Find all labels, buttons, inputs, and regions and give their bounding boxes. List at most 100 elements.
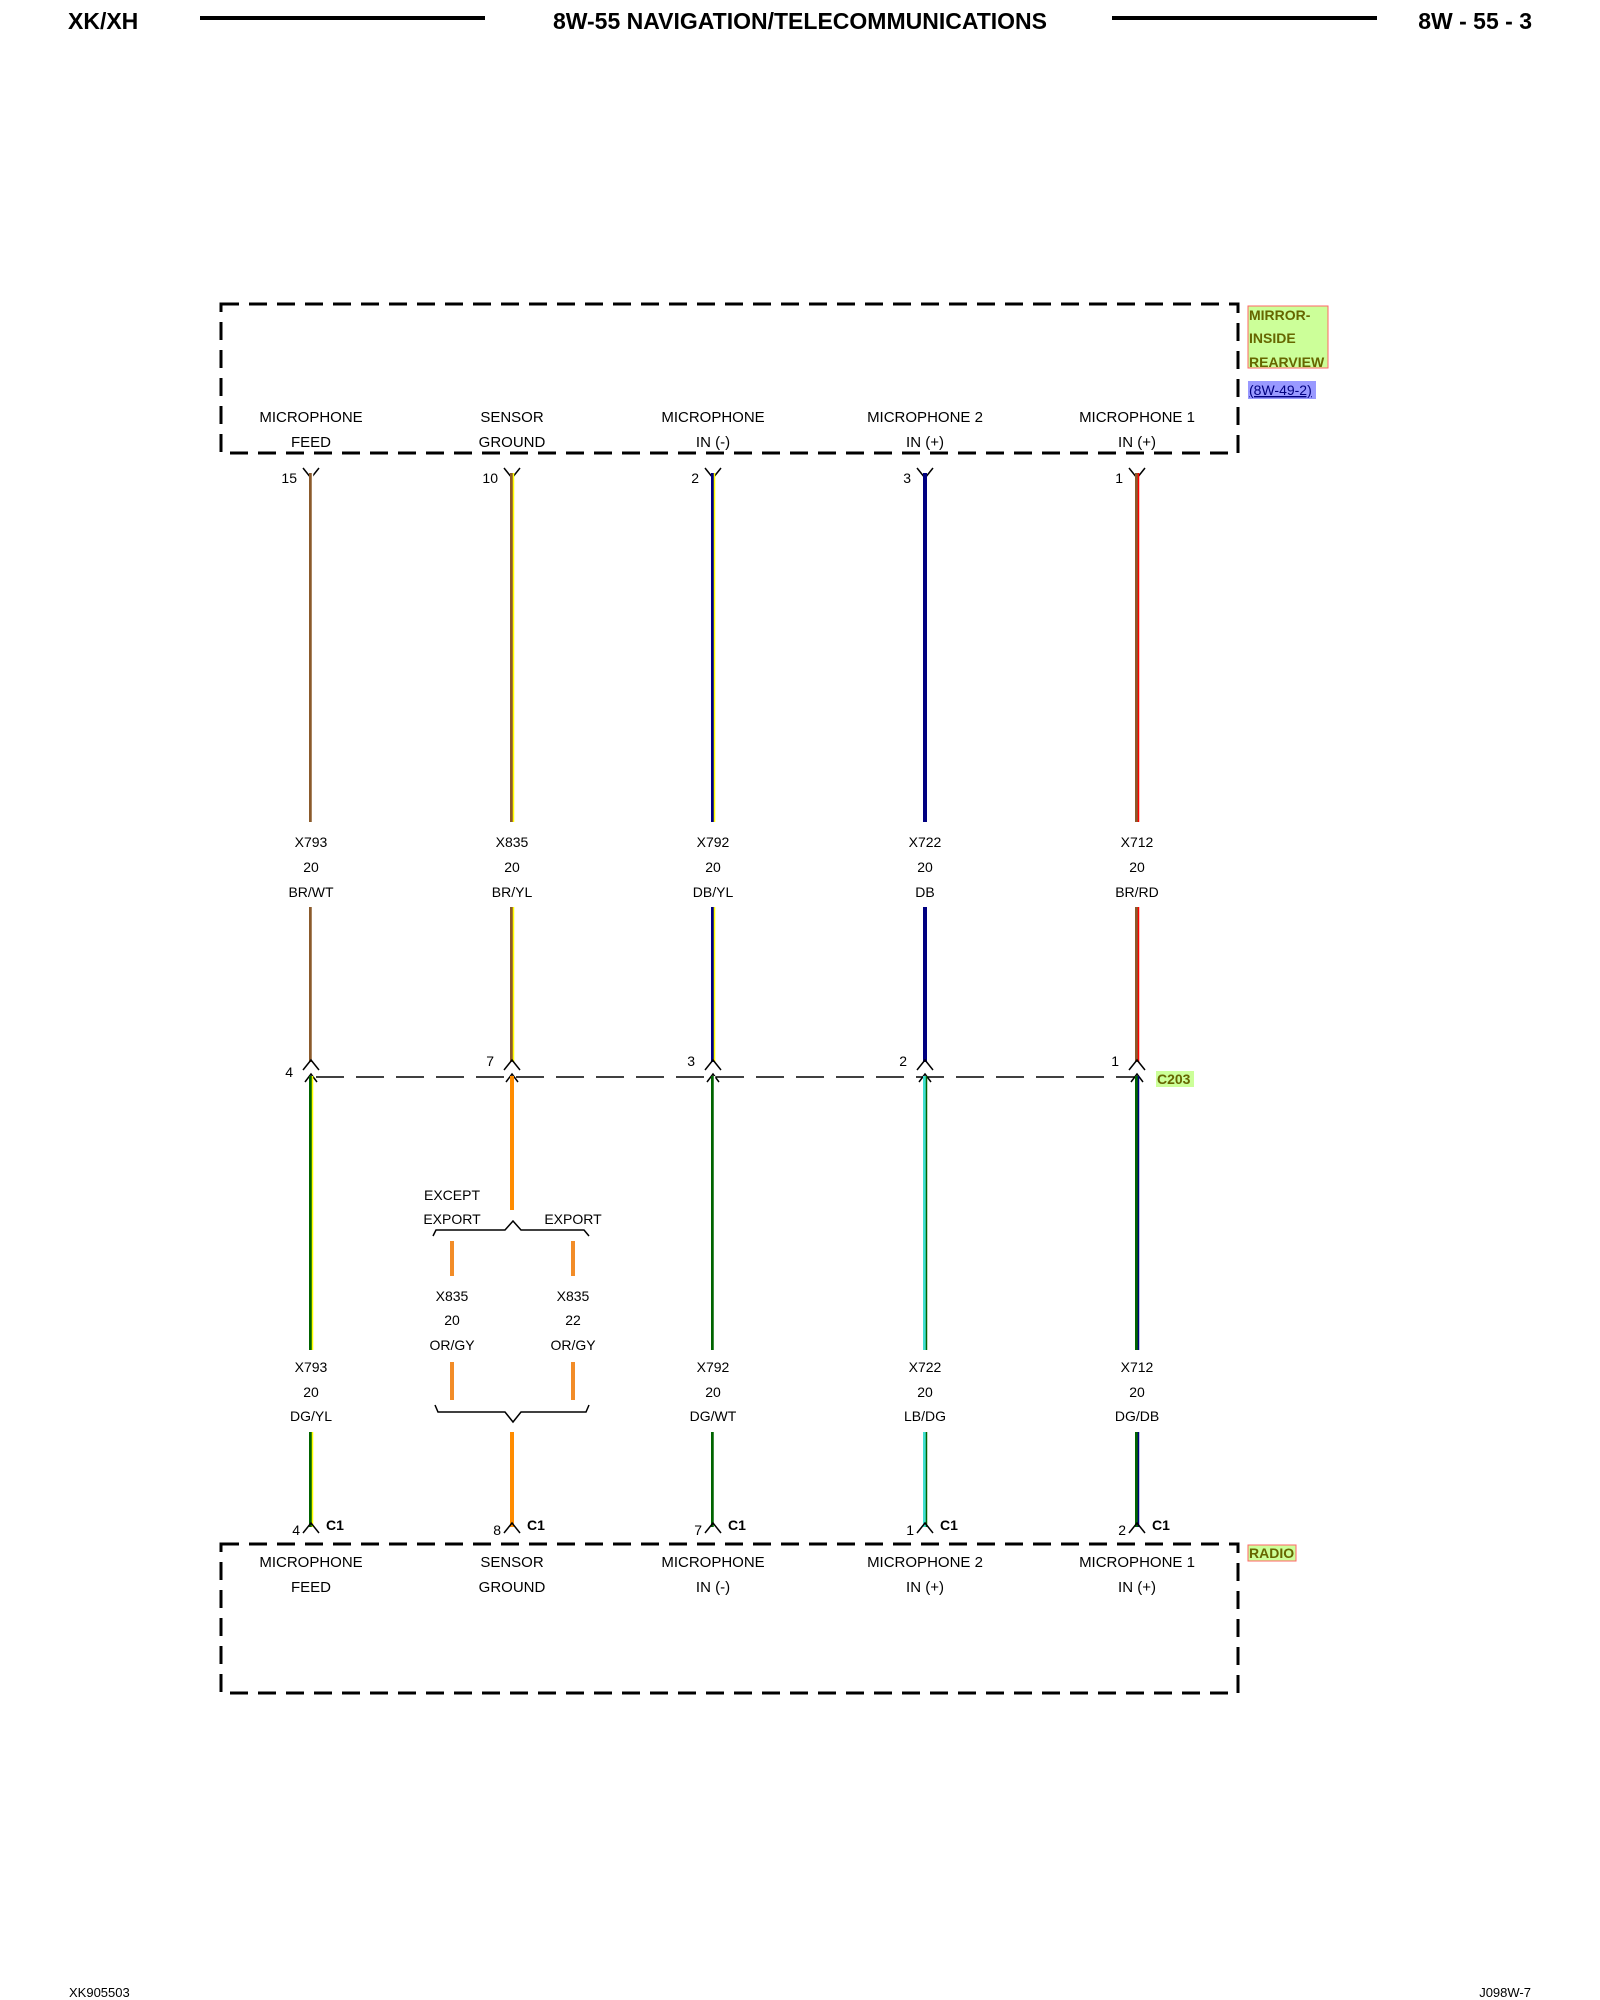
lower-wire-color: DG/DB xyxy=(1115,1408,1159,1424)
lower-wire-color: DG/YL xyxy=(290,1408,332,1424)
upper-wire-color: BR/YL xyxy=(492,884,533,900)
radio-pin-function: GROUND xyxy=(479,1579,546,1596)
split-brace-bottom xyxy=(434,1404,590,1424)
upper-wire-color: BR/RD xyxy=(1115,884,1159,900)
upper-wire-color: DB/YL xyxy=(693,884,734,900)
upper-wire-circuit: X722 xyxy=(909,834,942,850)
radio-pin-function: IN (-) xyxy=(696,1579,730,1596)
upper-wire-gauge: 20 xyxy=(303,859,319,875)
mirror-pin-label: SENSOR xyxy=(480,409,544,426)
c1-connector-label: C1 xyxy=(728,1517,746,1533)
c1-connector-label: C1 xyxy=(940,1517,958,1533)
header-vehicle-code: XK/XH xyxy=(68,8,139,34)
c1-pin-number: 7 xyxy=(694,1522,702,1538)
c1-terminal xyxy=(704,1521,722,1534)
page-title: 8W-55 NAVIGATION/TELECOMMUNICATIONS xyxy=(552,8,1048,34)
c1-connector-label: C1 xyxy=(527,1517,545,1533)
mirror-pin-number: 2 xyxy=(691,470,699,486)
c203-terminal xyxy=(918,1072,932,1083)
upper-wire-color: BR/WT xyxy=(288,884,334,900)
radio-name-bg xyxy=(1247,1544,1297,1562)
radio-pin-function: FEED xyxy=(291,1579,331,1596)
upper-wire-circuit: X793 xyxy=(295,834,328,850)
c203-terminal xyxy=(1128,1058,1146,1071)
c1-terminal xyxy=(916,1521,934,1534)
upper-wire-circuit: X712 xyxy=(1121,834,1154,850)
radio-name: RADIO xyxy=(1249,1545,1294,1561)
lower-wire-circuit: X792 xyxy=(697,1359,730,1375)
split-left-circuit: X835 xyxy=(436,1288,469,1304)
radio-pin-label: MICROPHONE xyxy=(259,1554,362,1571)
split-left-gauge: 20 xyxy=(444,1312,460,1328)
radio-pin-label: MICROPHONE 1 xyxy=(1079,1554,1195,1571)
c1-pin-number: 4 xyxy=(292,1522,300,1538)
split-right-color: OR/GY xyxy=(550,1337,596,1353)
lower-wire-gauge: 20 xyxy=(1129,1384,1145,1400)
mirror-reference-bg xyxy=(1248,381,1316,399)
split-right-gauge: 22 xyxy=(565,1312,581,1328)
mirror-name-bg xyxy=(1247,305,1329,369)
mirror-pin-function: IN (+) xyxy=(1118,434,1156,451)
mirror-name-line-2: INSIDE xyxy=(1249,330,1296,346)
page-number: 8W - 55 - 3 xyxy=(1418,8,1532,34)
split-brace-top xyxy=(432,1219,590,1237)
upper-wire-gauge: 20 xyxy=(917,859,933,875)
c203-terminal xyxy=(302,1058,320,1071)
lower-wire-gauge: 20 xyxy=(917,1384,933,1400)
c1-connector-label: C1 xyxy=(1152,1517,1170,1533)
c203-pin-number: 4 xyxy=(285,1064,293,1080)
mirror-reference-link[interactable]: (8W-49-2) xyxy=(1249,382,1312,398)
radio-component-box xyxy=(219,1542,1240,1695)
c203-pin-number: 7 xyxy=(486,1053,494,1069)
c1-terminal xyxy=(503,1521,521,1534)
split-left-color: OR/GY xyxy=(429,1337,475,1353)
upper-wire-circuit: X792 xyxy=(697,834,730,850)
upper-wire-circuit: X835 xyxy=(496,834,529,850)
mirror-pin-label: MICROPHONE 2 xyxy=(867,409,983,426)
export-label: EXPORT xyxy=(544,1211,602,1227)
header-rule-left xyxy=(200,16,485,20)
radio-pin-label: MICROPHONE 2 xyxy=(867,1554,983,1571)
mirror-pin-label: MICROPHONE xyxy=(661,409,764,426)
c203-terminal xyxy=(505,1072,519,1083)
lower-wire-gauge: 20 xyxy=(303,1384,319,1400)
lower-wire-color: LB/DG xyxy=(904,1408,946,1424)
header-rule-right xyxy=(1112,16,1377,20)
mirror-pin-label: MICROPHONE 1 xyxy=(1079,409,1195,426)
c203-terminal xyxy=(706,1072,720,1083)
c1-pin-number: 2 xyxy=(1118,1522,1126,1538)
c203-terminal xyxy=(503,1058,521,1071)
lower-wire-circuit: X712 xyxy=(1121,1359,1154,1375)
c203-name-bg xyxy=(1156,1071,1194,1087)
mirror-pin-function: IN (+) xyxy=(906,434,944,451)
mirror-pin-function: GROUND xyxy=(479,434,546,451)
radio-pin-function: IN (+) xyxy=(1118,1579,1156,1596)
mirror-pin-number: 1 xyxy=(1115,470,1123,486)
except-export-line-1: EXCEPT xyxy=(424,1187,480,1203)
c203-terminal xyxy=(704,1058,722,1071)
lower-wire-gauge: 20 xyxy=(705,1384,721,1400)
c1-connector-label: C1 xyxy=(326,1517,344,1533)
upper-wire-color: DB xyxy=(915,884,934,900)
footer-figure-code: J098W-7 xyxy=(1479,1985,1531,2000)
radio-pin-label: SENSOR xyxy=(480,1554,544,1571)
c203-pin-number: 3 xyxy=(687,1053,695,1069)
footer-document-code: XK905503 xyxy=(69,1985,130,2000)
mirror-pin-function: FEED xyxy=(291,434,331,451)
mirror-name-line-1: MIRROR- xyxy=(1249,307,1311,323)
c203-terminal xyxy=(1130,1072,1144,1083)
upper-wire-gauge: 20 xyxy=(705,859,721,875)
mirror-component-box xyxy=(219,302,1240,455)
c1-terminal xyxy=(302,1521,320,1534)
radio-pin-function: IN (+) xyxy=(906,1579,944,1596)
mirror-pin-label: MICROPHONE xyxy=(259,409,362,426)
c203-terminal xyxy=(304,1072,318,1083)
c1-terminal xyxy=(1128,1521,1146,1534)
c1-pin-number: 8 xyxy=(493,1522,501,1538)
except-export-line-2: EXPORT xyxy=(423,1211,481,1227)
c203-pin-number: 2 xyxy=(899,1053,907,1069)
mirror-pin-function: IN (-) xyxy=(696,434,730,451)
radio-pin-label: MICROPHONE xyxy=(661,1554,764,1571)
lower-wire-color: DG/WT xyxy=(690,1408,737,1424)
